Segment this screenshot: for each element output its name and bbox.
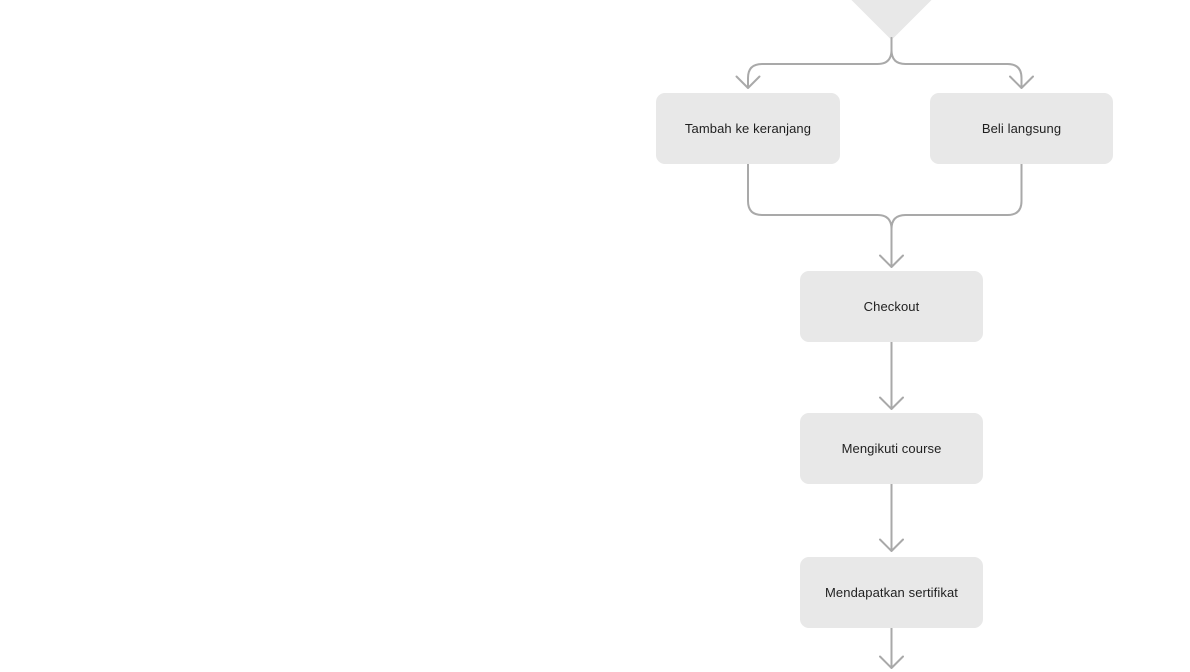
node-label: Mengikuti course	[841, 440, 942, 456]
node-label: Tambah ke keranjang	[684, 120, 812, 136]
node-beli-langsung[interactable]: Beli langsung	[930, 93, 1113, 164]
node-tambah-ke-keranjang[interactable]: Tambah ke keranjang	[656, 93, 840, 164]
decision-diamond-node[interactable]	[814, 0, 969, 39]
edge-beli-to-checkout	[890, 163, 1023, 230]
node-mendapatkan-sertifikat[interactable]: Mendapatkan sertifikat	[800, 557, 983, 628]
node-label: Mendapatkan sertifikat	[825, 584, 958, 600]
node-label: Checkout	[863, 298, 920, 314]
arrowhead-icon	[735, 75, 761, 89]
arrowhead-icon	[879, 538, 904, 552]
arrowhead-icon	[879, 396, 904, 410]
edge-decision-to-tambah	[747, 37, 893, 88]
edge-decision-to-beli	[890, 37, 1023, 88]
arrowhead-icon	[879, 254, 904, 268]
node-checkout[interactable]: Checkout	[800, 271, 983, 342]
node-label: Beli langsung	[981, 120, 1062, 136]
arrowhead-icon	[879, 655, 904, 669]
arrowhead-icon	[1009, 75, 1034, 89]
node-mengikuti-course[interactable]: Mengikuti course	[800, 413, 983, 484]
edge-tambah-to-checkout	[747, 163, 893, 266]
